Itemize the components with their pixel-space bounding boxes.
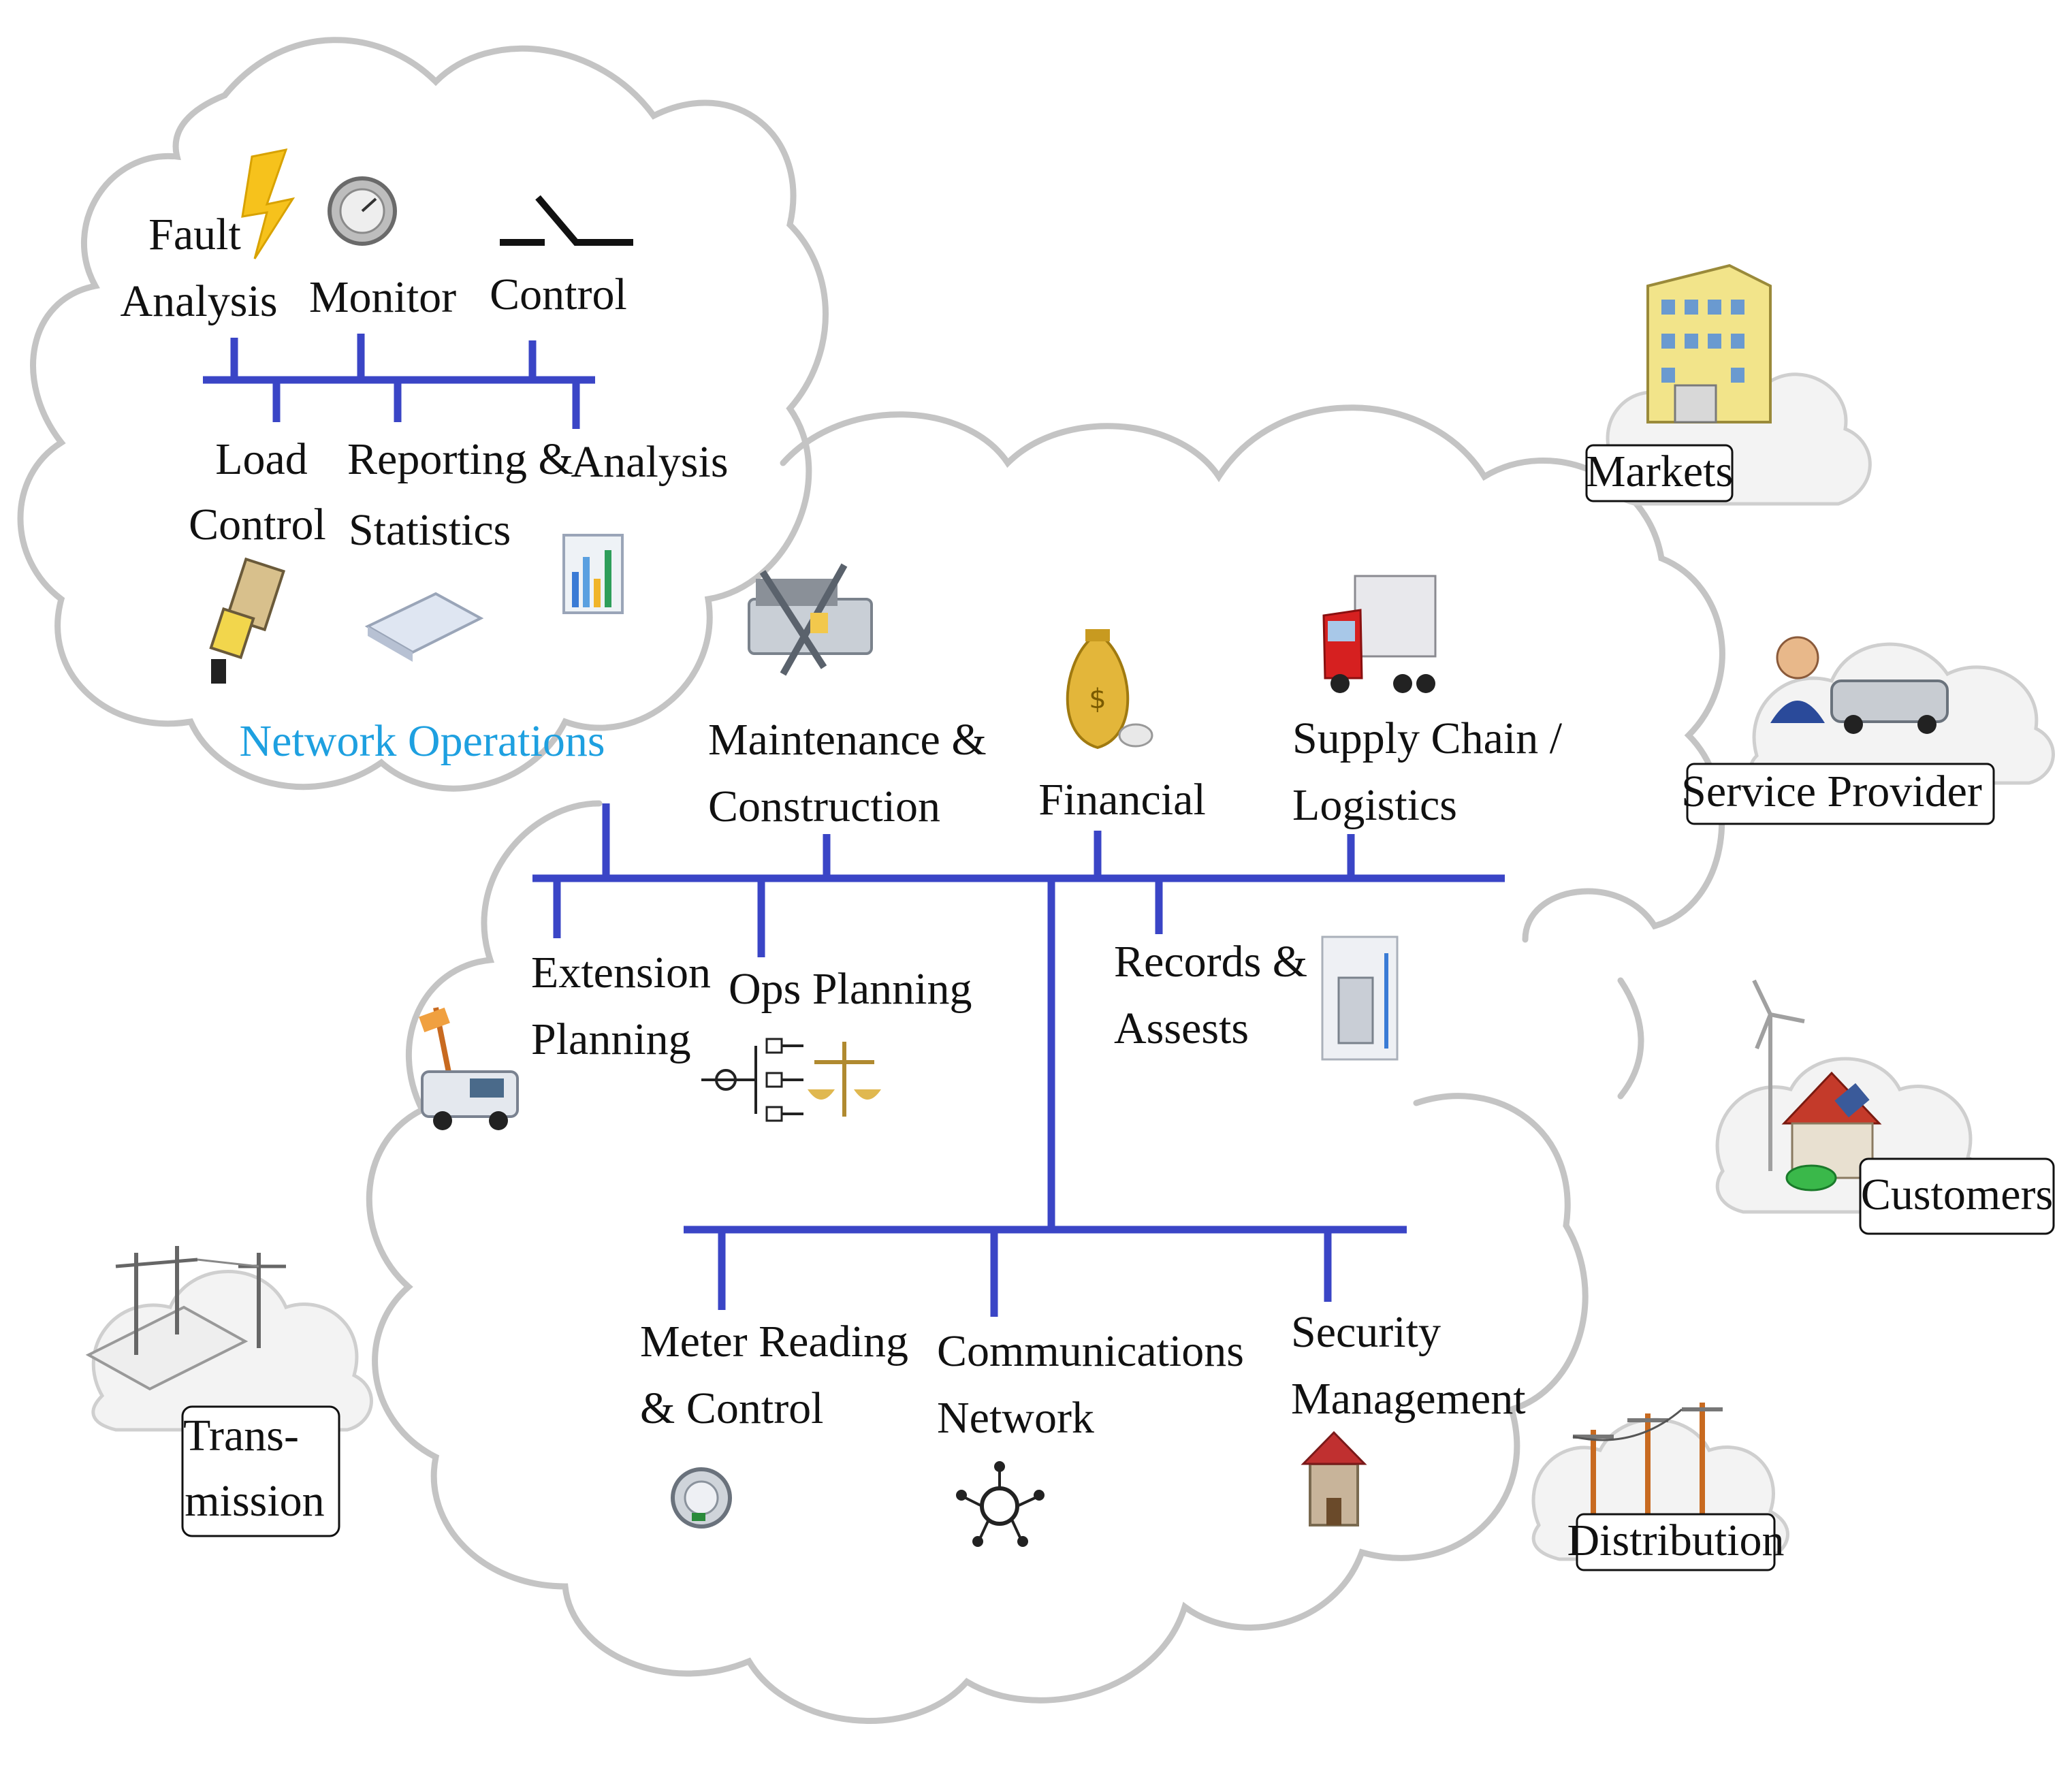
building-icon (1646, 263, 1772, 423)
meter-reading-label-line2: & Control (640, 1384, 824, 1433)
load-control-label-line2: Control (189, 500, 326, 549)
extension-planning-label-line1: Extension (531, 948, 711, 997)
gauge-icon (328, 176, 397, 246)
fault-analysis-label-line2: Analysis (121, 276, 278, 326)
distribution-label: Distribution (1567, 1516, 1784, 1565)
main-bus (532, 831, 1505, 1230)
supply-chain-label-line1: Supply Chain / (1292, 714, 1563, 763)
customers-box (1859, 1157, 2055, 1235)
castle-icon (1301, 1430, 1367, 1526)
person-car-icon (1770, 636, 1949, 734)
transmission-label-line2: mission (185, 1476, 324, 1526)
toolbox-icon (748, 563, 873, 676)
service-provider-label: Service Provider (1681, 767, 1982, 816)
communications-network-label-line2: Network (937, 1393, 1094, 1443)
extension-planning-label-line2: Planning (531, 1014, 691, 1064)
records-assets-label-line1: Records & (1114, 937, 1307, 987)
utility-truck-icon (419, 1007, 519, 1130)
network-operations-bus (203, 334, 610, 878)
security-management-label-line2: Management (1291, 1374, 1526, 1424)
transmission-box (181, 1405, 340, 1537)
switch-device-icon (209, 557, 286, 684)
house-wind-turbine-icon (1752, 979, 1882, 1192)
substation-icon (85, 1246, 286, 1391)
financial-label: Financial (1038, 775, 1206, 825)
monitor-label: Monitor (309, 272, 456, 322)
distribution-box (1576, 1513, 1776, 1571)
ops-planning-label: Ops Planning (729, 964, 972, 1014)
switch-symbol-icon (500, 195, 633, 246)
meter-icon (671, 1467, 732, 1529)
load-control-label-line1: Load (215, 434, 308, 484)
lightning-icon (241, 148, 296, 259)
network-hub-icon (956, 1461, 1045, 1547)
meter-reading-label-line1: Meter Reading (640, 1317, 908, 1366)
markets-box (1585, 444, 1734, 502)
report-tray-icon (364, 592, 484, 662)
transmission-mini-cloud (91, 1270, 373, 1432)
ops-planning-icon (701, 1038, 881, 1122)
security-management-label-line1: Security (1291, 1307, 1441, 1357)
network-operations-title: Network Operations (239, 716, 605, 766)
fault-analysis-label-line1: Fault (148, 210, 241, 259)
network-operations-cloud (17, 37, 829, 792)
analysis-label: Analysis (571, 437, 729, 487)
markets-label: Markets (1586, 447, 1733, 496)
service-provider-box (1686, 763, 1995, 825)
transmission-label-line1: Trans- (183, 1411, 299, 1460)
maintenance-construction-label-line2: Construction (708, 782, 940, 831)
records-assets-label-line2: Assests (1114, 1004, 1249, 1053)
money-bag-icon: $ (1066, 629, 1153, 750)
supply-chain-label-line2: Logistics (1292, 780, 1457, 830)
truck-icon (1322, 575, 1437, 693)
lower-bus (684, 1226, 1407, 1317)
reporting-statistics-label-line2: Statistics (349, 505, 511, 555)
bar-chart-icon (562, 534, 624, 614)
maintenance-construction-label-line1: Maintenance & (708, 715, 987, 765)
control-label: Control (490, 270, 627, 319)
reporting-statistics-label-line1: Reporting & (347, 434, 573, 484)
records-icon (1321, 936, 1399, 1061)
customers-label: Customers (1861, 1170, 2053, 1219)
communications-network-label-line1: Communications (937, 1326, 1244, 1376)
svg-text:$: $ (1089, 684, 1106, 715)
